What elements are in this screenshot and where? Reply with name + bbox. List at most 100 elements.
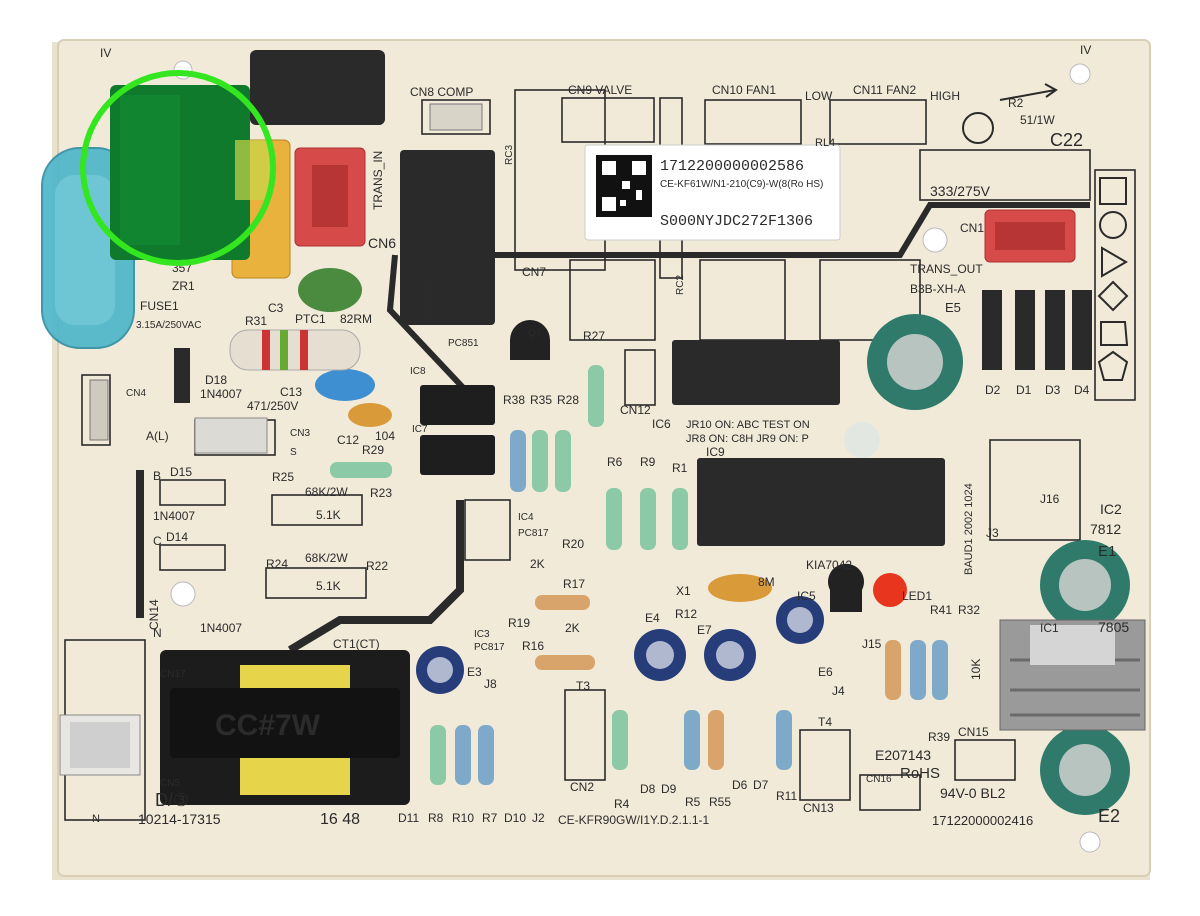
label-e3: E3 xyxy=(467,665,482,679)
label-flammability: 94V-0 BL2 xyxy=(940,785,1006,801)
label-d18: D18 xyxy=(205,373,227,387)
label-r25-val: 68K/2W xyxy=(305,485,348,499)
label-ic7: IC7 xyxy=(412,424,428,435)
copper-trace xyxy=(386,254,473,398)
label-j2: J2 xyxy=(532,811,545,825)
label-n2: N xyxy=(92,813,100,825)
label-jumper-line1: JR10 ON: ABC TEST ON xyxy=(686,419,810,431)
label-cn10-low: LOW xyxy=(805,89,833,103)
label-corner-right: IV xyxy=(1080,43,1091,57)
status-shapes xyxy=(1097,177,1129,381)
label-corner-left: IV xyxy=(100,46,111,60)
label-b: B xyxy=(153,469,161,483)
label-r4: R4 xyxy=(614,797,630,811)
label-d9: D9 xyxy=(661,782,677,796)
relay-model: RJ-SS-112DM1 xyxy=(439,223,455,320)
label-r35: R35 xyxy=(530,393,552,407)
label-r19: R19 xyxy=(508,616,530,630)
label-d3: D3 xyxy=(1045,383,1061,397)
label-d1: D1 xyxy=(1016,383,1032,397)
led1 xyxy=(873,573,907,607)
label-c13: C13 xyxy=(280,385,302,399)
label-board-code: 10214-17315 xyxy=(138,811,221,827)
label-rl4: RL4 xyxy=(815,137,835,149)
label-fuse1: FUSE1 xyxy=(140,299,179,313)
label-date-marking: 16 48 xyxy=(320,811,360,828)
label-cn12: CN12 xyxy=(620,403,651,417)
label-ptc-val: 82RM xyxy=(340,312,372,326)
highlight-circle xyxy=(80,70,276,266)
label-j16: J16 xyxy=(1040,492,1060,506)
label-cn13: CN13 xyxy=(803,801,834,815)
label-t4: T4 xyxy=(818,715,832,729)
label-d10: D10 xyxy=(504,811,526,825)
label-j15: J15 xyxy=(862,637,882,651)
label-ic6: IC6 xyxy=(652,417,671,431)
label-r11: R11 xyxy=(776,789,797,803)
label-trans-out: TRANS_OUT xyxy=(910,262,983,276)
silkscreen-outlines xyxy=(64,89,1136,821)
label-ic1: IC1 xyxy=(1040,621,1059,635)
label-c: C xyxy=(153,534,162,548)
label-ct1: CT1(CT) xyxy=(333,637,380,651)
ic6-chip-label: CS2003CP xyxy=(730,352,800,368)
relay-coil: 12VDC xyxy=(428,178,439,210)
label-trans-in: TRANS_IN xyxy=(371,151,385,210)
label-cn9: CN9 VALVE xyxy=(568,83,632,97)
label-r24-val: 68K/2W xyxy=(305,551,348,565)
label-q7: Q7 xyxy=(528,328,542,339)
label-r19-val: 2K xyxy=(565,621,580,635)
label-n: N xyxy=(153,626,162,640)
label-r2: R2 xyxy=(1008,96,1024,110)
relay-brand: WRG xyxy=(419,281,436,320)
label-cn11: CN11 FAN2 xyxy=(853,83,916,97)
label-rohs: RoHS xyxy=(900,765,940,782)
label-e2: E2 xyxy=(1098,806,1120,826)
relay-body xyxy=(400,150,495,325)
label-cn7: CN7 xyxy=(522,265,546,279)
label-d4: D4 xyxy=(1074,383,1090,397)
label-model-code: CE-KFR90GW/I1Y.D.2.1.1-1 xyxy=(558,813,709,827)
sticker-code: S000NYJDC272F1306 xyxy=(660,213,813,230)
label-d14-val: 1N4007 xyxy=(200,621,242,635)
label-osc-val: 8M xyxy=(758,575,775,589)
label-rc2: RC2 xyxy=(675,275,686,295)
label-cn11-high: HIGH xyxy=(930,89,960,103)
label-r32: R32 xyxy=(958,603,980,617)
label-fuse-val: 3.15A/250VAC xyxy=(136,320,201,331)
label-r22: R22 xyxy=(366,559,388,573)
label-r1: R1 xyxy=(672,461,688,475)
copper-trace xyxy=(287,500,464,654)
label-r32-val: 10K xyxy=(969,659,983,680)
relay-code: 1703J xyxy=(411,180,423,210)
label-cn15: CN15 xyxy=(958,725,989,739)
label-r31: R31 xyxy=(245,314,267,328)
label-ul-mark: E207143 xyxy=(875,747,931,763)
label-ic3-val: PC817 xyxy=(474,642,505,653)
label-r28: R28 xyxy=(557,393,579,407)
label-r9: R9 xyxy=(640,455,656,469)
label-d14: D14 xyxy=(166,530,188,544)
label-ic3: IC3 xyxy=(474,629,490,640)
label-jumper-line2: JR8 ON: C8H JR9 ON: P xyxy=(686,433,809,445)
label-d15-val: 1N4007 xyxy=(153,509,195,523)
label-r6: R6 xyxy=(607,455,623,469)
label-cn8: CN8 COMP xyxy=(410,85,473,99)
label-ptc1: PTC1 xyxy=(295,312,326,326)
mount-hole xyxy=(1069,63,1091,85)
label-r23-val: 5.1K xyxy=(316,508,341,522)
label-e5: E5 xyxy=(945,300,961,315)
label-j3: J3 xyxy=(986,526,999,540)
sticker-serial: 1712200000002586 xyxy=(660,158,804,175)
label-e7: E7 xyxy=(697,623,712,637)
label-d7: D7 xyxy=(753,778,769,792)
label-ic2: IC2 xyxy=(1100,501,1122,517)
label-c3: C3 xyxy=(268,301,284,315)
copper-trace xyxy=(490,202,1090,258)
label-r7: R7 xyxy=(482,811,498,825)
label-ic8: IC8 xyxy=(410,366,426,377)
label-d2: D2 xyxy=(985,383,1001,397)
label-e6: E6 xyxy=(818,665,833,679)
label-r29: R29 xyxy=(362,443,384,457)
